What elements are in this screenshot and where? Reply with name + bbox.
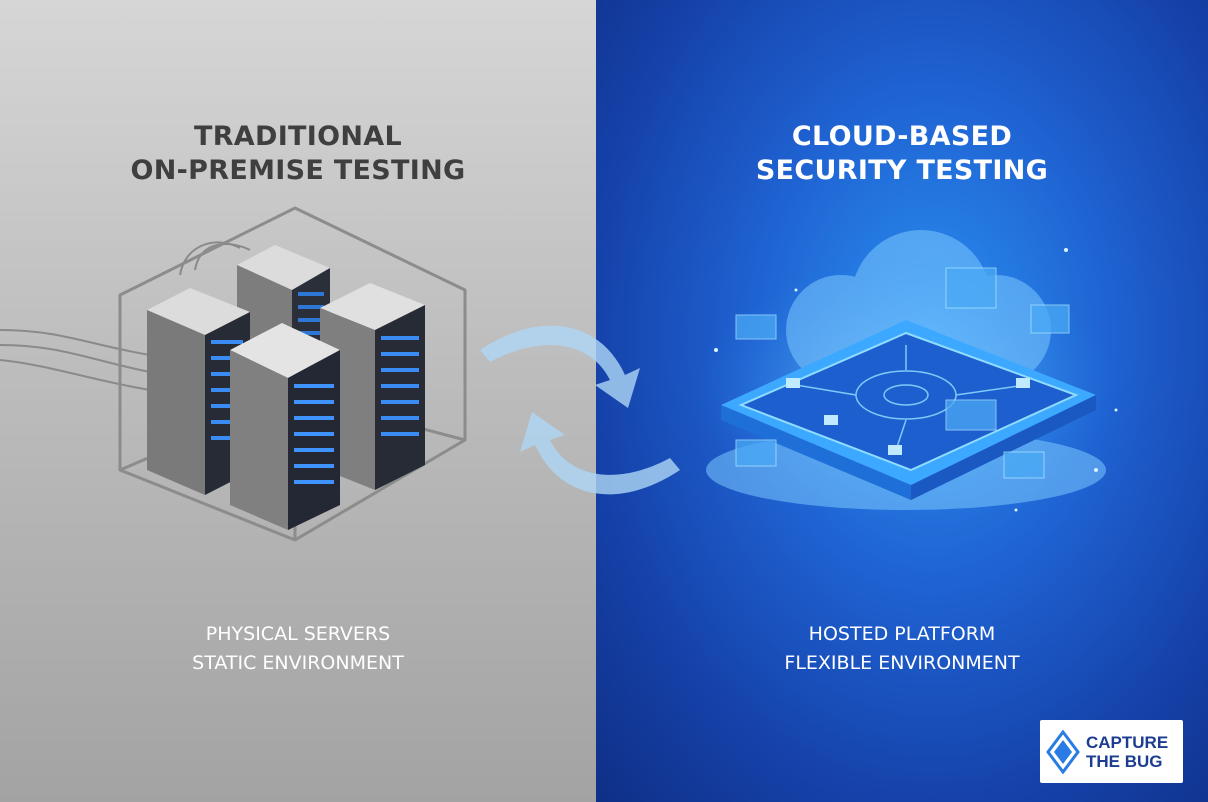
sync-arrows-icon [450,290,710,530]
on-premise-caption: PHYSICAL SERVERS STATIC ENVIRONMENT [0,620,596,678]
capture-the-bug-logo-icon [1046,730,1080,774]
cloud-caption: HOSTED PLATFORM FLEXIBLE ENVIRONMENT [596,620,1208,678]
capture-the-bug-logo: CAPTURE THE BUG [1040,720,1183,783]
